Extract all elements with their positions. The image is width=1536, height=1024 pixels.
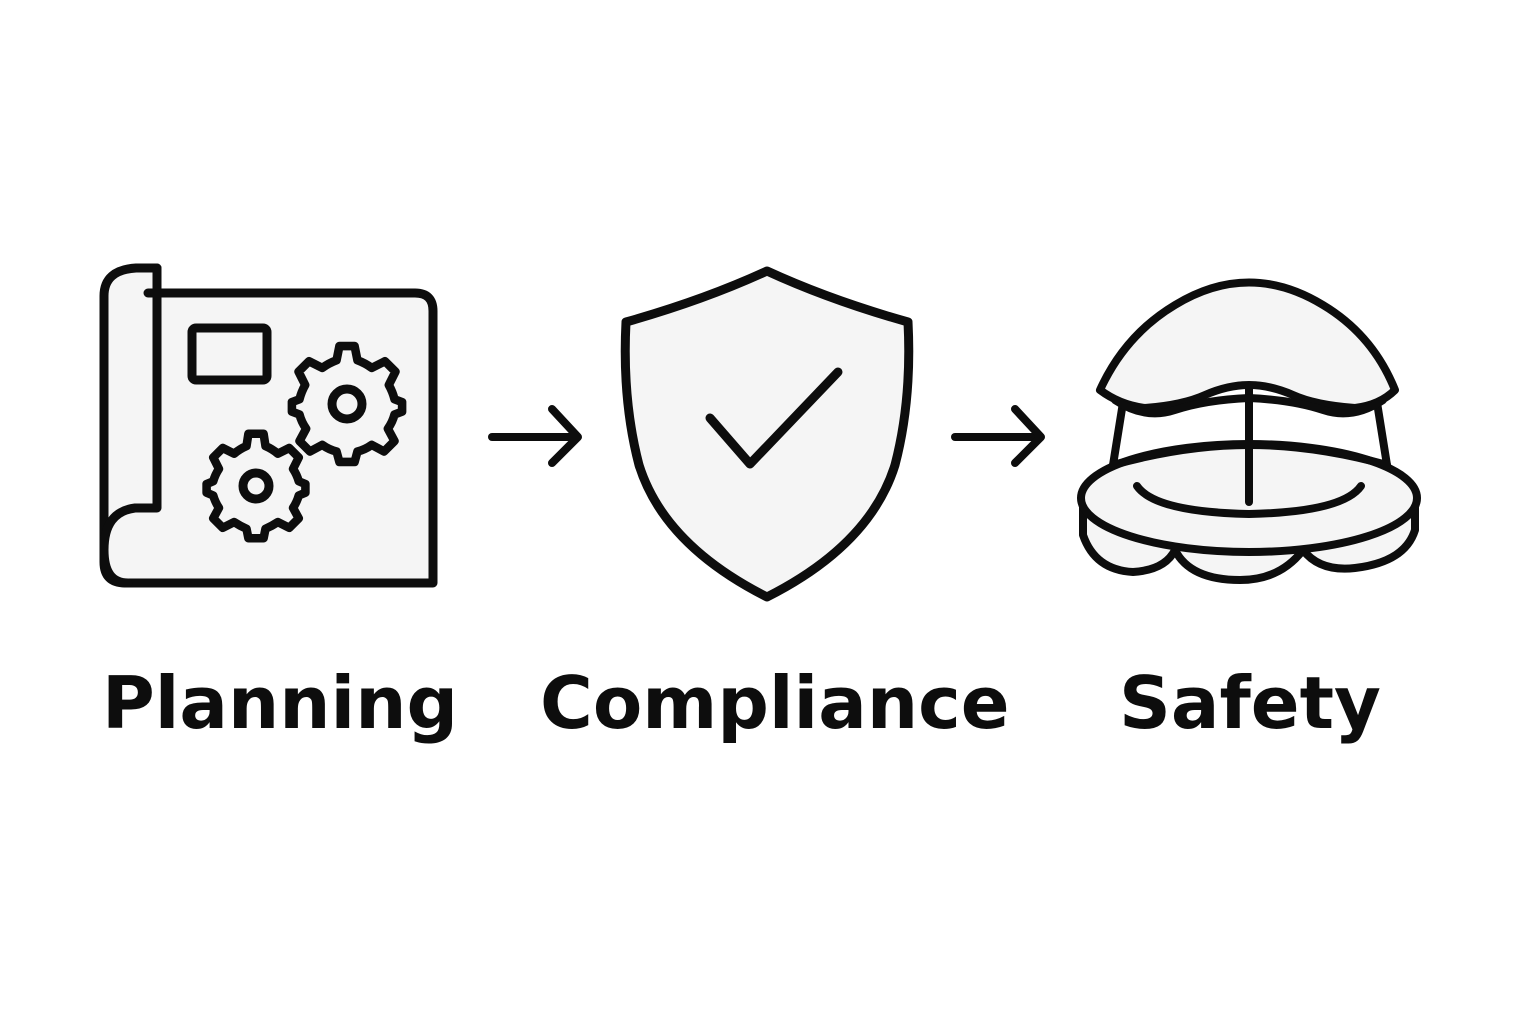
step-label-planning: Planning xyxy=(101,661,459,745)
shield-check-icon xyxy=(600,250,930,620)
step-label-safety: Safety xyxy=(1119,661,1381,745)
right-arrow-icon xyxy=(943,395,1053,475)
step-label-compliance: Compliance xyxy=(540,661,1010,745)
hard-hat-icon xyxy=(1065,250,1435,620)
blueprint-gears-icon xyxy=(90,250,450,620)
right-arrow-icon xyxy=(480,395,590,475)
